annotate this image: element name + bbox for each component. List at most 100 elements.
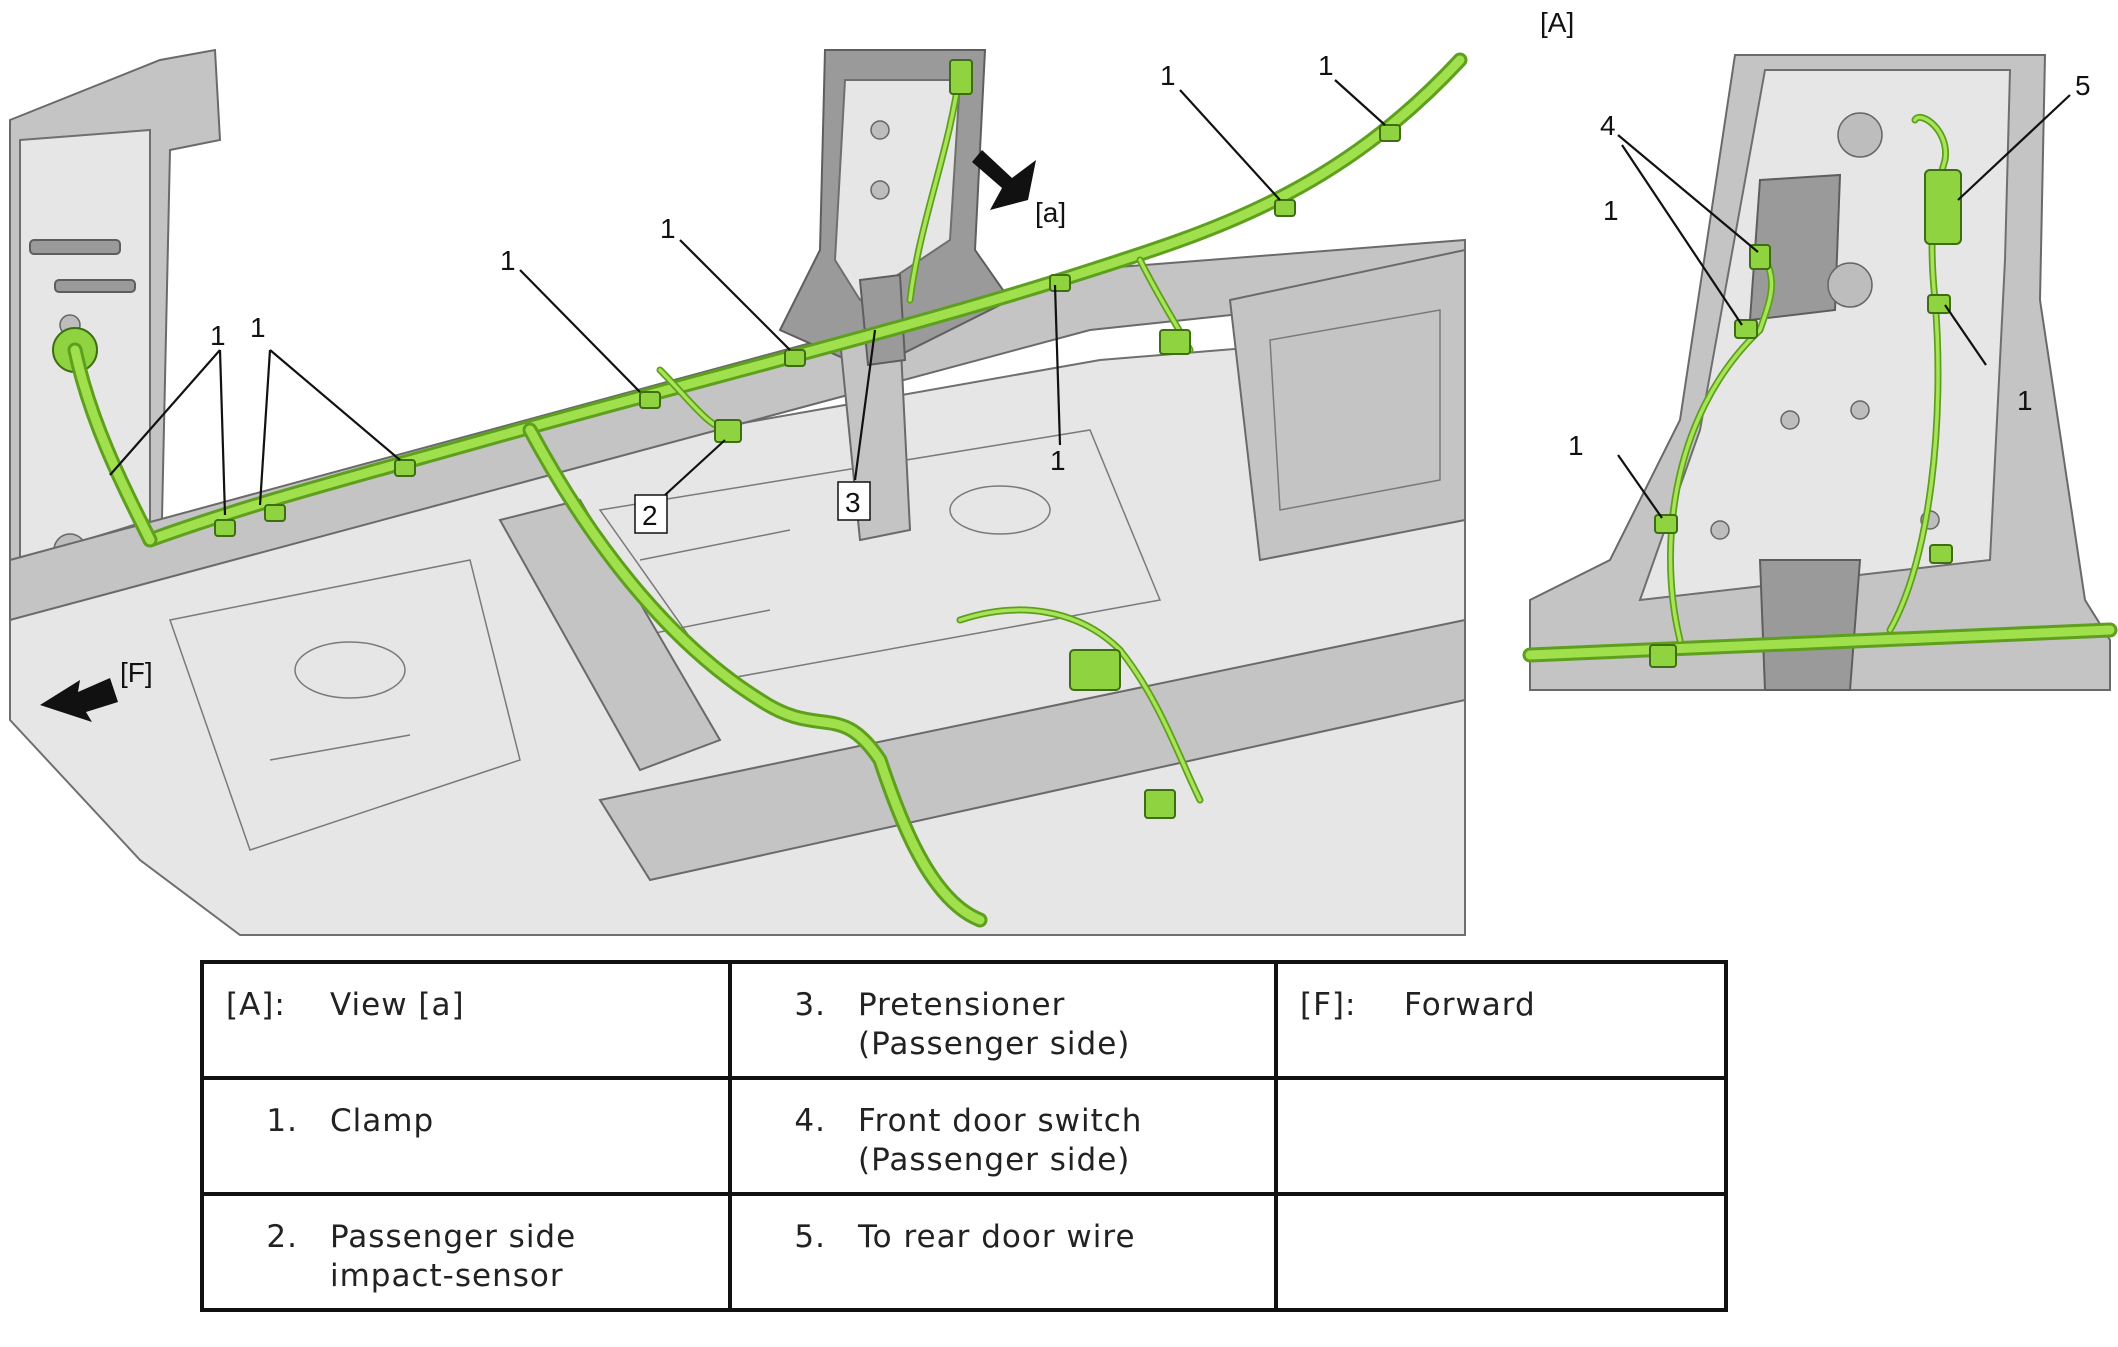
rear-branch-highlight xyxy=(958,608,1202,802)
impact-sensor xyxy=(714,419,742,443)
legend-row: 1. Clamp 4. Front door switch (Passenger s… xyxy=(200,1076,1728,1196)
inset-clamp xyxy=(1929,544,1953,564)
legend-row: 2. Passenger side impact-sensor 5. To rear… xyxy=(200,1192,1728,1312)
inset-callout-line xyxy=(1617,134,1759,253)
clamp xyxy=(784,349,806,367)
inset-view-a: [A] 4 1 1 1 5 xyxy=(1522,7,2118,691)
callout-number: 2 xyxy=(642,500,658,531)
forward-arrow-icon xyxy=(40,678,118,722)
callout-line xyxy=(853,329,877,481)
inset-left-harness-highlight xyxy=(1668,248,1774,642)
legend-table: [A]: View [a] 3.Pretensioner (Passenger s… xyxy=(200,960,1728,1312)
legend-term: 1. xyxy=(266,1103,298,1139)
inset-hole xyxy=(1837,112,1883,158)
inset-clamp xyxy=(1654,514,1678,534)
inset-rear-door-connector xyxy=(1924,169,1962,245)
clamp xyxy=(1274,199,1296,217)
floor-crossmember xyxy=(498,498,722,772)
inset-main-harness-highlight xyxy=(1525,625,2115,660)
callout-line xyxy=(109,349,221,476)
floor-emboss xyxy=(949,485,1051,535)
callout-line xyxy=(519,269,641,393)
callout-number: 1 xyxy=(250,312,266,343)
clamp xyxy=(264,504,286,522)
clamp xyxy=(1379,124,1401,142)
callout-number: 1 xyxy=(210,320,226,351)
inset-hole xyxy=(1710,520,1730,540)
legend-cell: 4. Front door switch (Passenger side) xyxy=(728,1076,1278,1196)
rear-panel-detail xyxy=(1269,309,1441,511)
legend-desc: Clamp xyxy=(330,1103,435,1139)
rear-crossmember xyxy=(598,618,1466,882)
pillar-connector xyxy=(949,59,973,95)
pillar-hole xyxy=(870,120,890,140)
clamp xyxy=(639,391,661,409)
legend-desc: View [a] xyxy=(330,987,465,1023)
legend-term: 5. xyxy=(794,1219,826,1255)
clamp xyxy=(214,519,236,537)
inset-callout-line xyxy=(1944,304,1987,366)
inset-title: [A] xyxy=(1540,7,1574,38)
legend-cell: 3.Pretensioner (Passenger side) xyxy=(728,960,1278,1080)
inset-hole xyxy=(1780,410,1800,430)
inset-clamp xyxy=(1649,644,1677,668)
inset-clamp xyxy=(1927,294,1951,314)
inset-callout-number: 1 xyxy=(1603,195,1619,226)
legend-cell xyxy=(1274,1076,1728,1196)
legend-term: 4. xyxy=(794,1103,826,1139)
inset-hole xyxy=(1827,262,1873,308)
callout-line xyxy=(1179,89,1281,201)
inset-pillar-base xyxy=(1758,559,1862,691)
inset-callout-number: 4 xyxy=(1600,110,1616,141)
callout-line xyxy=(258,349,272,506)
inset-callout-number: 1 xyxy=(1568,430,1584,461)
callout-number: 1 xyxy=(500,245,516,276)
clamp xyxy=(394,459,416,477)
legend-cell: 5. To rear door wire xyxy=(728,1192,1278,1312)
floor-emboss xyxy=(294,641,406,699)
callout-line xyxy=(269,349,401,461)
legend-term: [F]: xyxy=(1300,987,1357,1023)
pillar-hole xyxy=(870,180,890,200)
panel-slot xyxy=(54,279,136,293)
inset-clamp xyxy=(1734,319,1758,339)
inset-callout-line xyxy=(1621,144,1743,326)
legend-desc: Forward xyxy=(1404,987,1536,1023)
legend-desc: Front door switch (Passenger side) xyxy=(858,1103,1143,1178)
inset-right-harness-highlight xyxy=(1888,115,1948,632)
inset-pillar-inner xyxy=(1638,69,2012,602)
inset-callout-number: 5 xyxy=(2075,70,2091,101)
floor-connector xyxy=(1069,649,1121,691)
callout-line xyxy=(679,239,791,351)
rear-connector xyxy=(1144,789,1176,819)
legend-desc: Passenger side impact-sensor xyxy=(330,1219,577,1294)
legend-term: 2. xyxy=(266,1219,298,1255)
inset-callout-line xyxy=(1617,454,1663,519)
left-harness-branch-highlight xyxy=(70,345,155,545)
callout-line xyxy=(1334,79,1386,126)
pillar-harness-highlight xyxy=(908,68,962,302)
callout-box xyxy=(634,494,668,534)
floor-harness-highlight xyxy=(525,425,985,925)
forward-arrow-label: [F] xyxy=(120,657,153,688)
b-pillar-inner xyxy=(833,79,962,302)
view-arrow-label: [a] xyxy=(1035,197,1066,228)
right-rear-panel xyxy=(1228,248,1466,562)
main-harness-illustration: 1 1 1 1 1 1 1 2 3 [a] [F] xyxy=(9,48,1468,936)
legend-cell xyxy=(1274,1192,1728,1312)
right-connector xyxy=(1159,329,1191,355)
floor-recess-center xyxy=(598,429,1162,681)
panel-slot xyxy=(29,239,121,255)
legend-cell: 2. Passenger side impact-sensor xyxy=(200,1192,732,1312)
legend-desc: To rear door wire xyxy=(858,1219,1136,1255)
legend-cell: [A]: View [a] xyxy=(200,960,732,1080)
callout-line xyxy=(1053,284,1062,446)
callout-line xyxy=(218,349,227,516)
legend-term: [A]: xyxy=(226,987,286,1023)
inset-callout-line xyxy=(1957,94,2071,201)
legend-row: [A]: View [a] 3.Pretensioner (Passenger s… xyxy=(200,960,1728,1080)
callout-number: 1 xyxy=(1160,60,1176,91)
legend-cell: 1. Clamp xyxy=(200,1076,732,1196)
callout-box xyxy=(837,481,871,521)
inset-callout-number: 1 xyxy=(2017,385,2033,416)
